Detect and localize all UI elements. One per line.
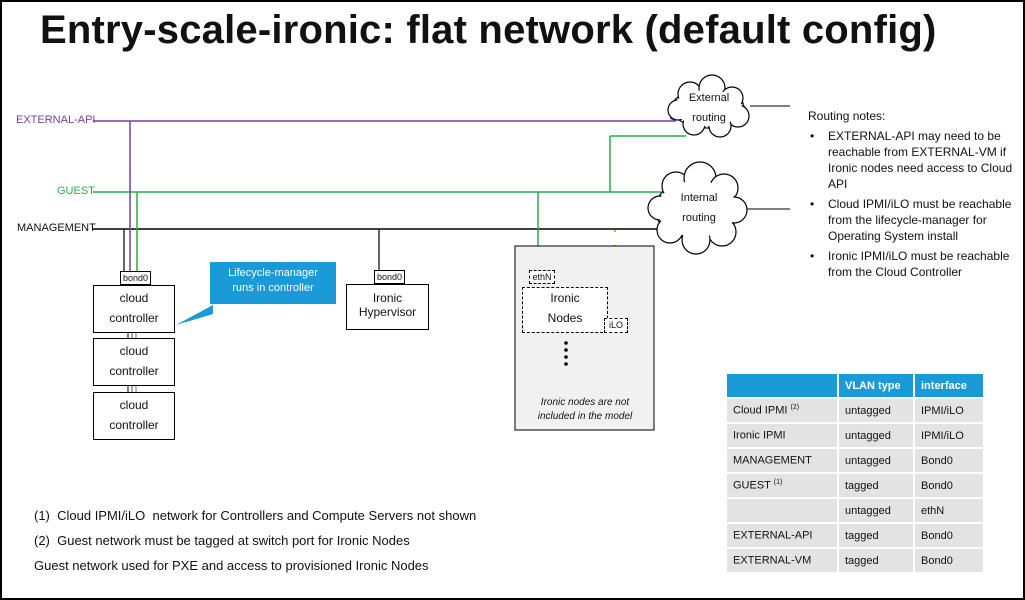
routing-note-item: EXTERNAL-API may need to be reachable fr… <box>808 128 1018 192</box>
footnote-2: (2) Guest network must be tagged at swit… <box>34 533 410 548</box>
footnote-3: Guest network used for PXE and access to… <box>34 558 429 573</box>
routing-notes-heading: Routing notes: <box>808 109 886 123</box>
routing-note-item: Ironic IPMI/iLO must be reachable from t… <box>808 248 1018 280</box>
callout-pointer <box>176 305 213 325</box>
vlan-header-name <box>727 374 837 397</box>
hypervisor-bond0-tag: bond0 <box>374 270 406 284</box>
ilo-tag: iLO <box>604 318 628 333</box>
controller-bond0-tag: bond0 <box>120 271 152 285</box>
footnote-1: (1) Cloud IPMI/iLO network for Controlle… <box>34 508 477 523</box>
external-api-label: EXTERNAL-API <box>16 114 96 126</box>
routing-note-item: Cloud IPMI/iLO must be reachable from th… <box>808 196 1018 244</box>
guest-label: GUEST <box>57 185 95 197</box>
internal-routing-cloud <box>647 161 748 255</box>
vlan-header-type: VLAN type <box>839 374 913 397</box>
management-label: MANAGEMENT <box>17 222 96 234</box>
external-routing-cloud <box>667 74 750 138</box>
footnotes: (1) Cloud IPMI/iLO network for Controlle… <box>34 503 476 578</box>
page-title: Entry-scale-ironic: flat network (defaul… <box>40 8 937 52</box>
external-api-arrow <box>669 117 677 122</box>
routing-notes: Routing notes: EXTERNAL-API may need to … <box>808 108 1018 284</box>
vlan-header-interface: interface <box>915 374 983 397</box>
ethn-tag: ethN <box>529 270 555 284</box>
vlan-table: VLAN type interface Cloud IPMI (2) untag… <box>725 372 985 574</box>
